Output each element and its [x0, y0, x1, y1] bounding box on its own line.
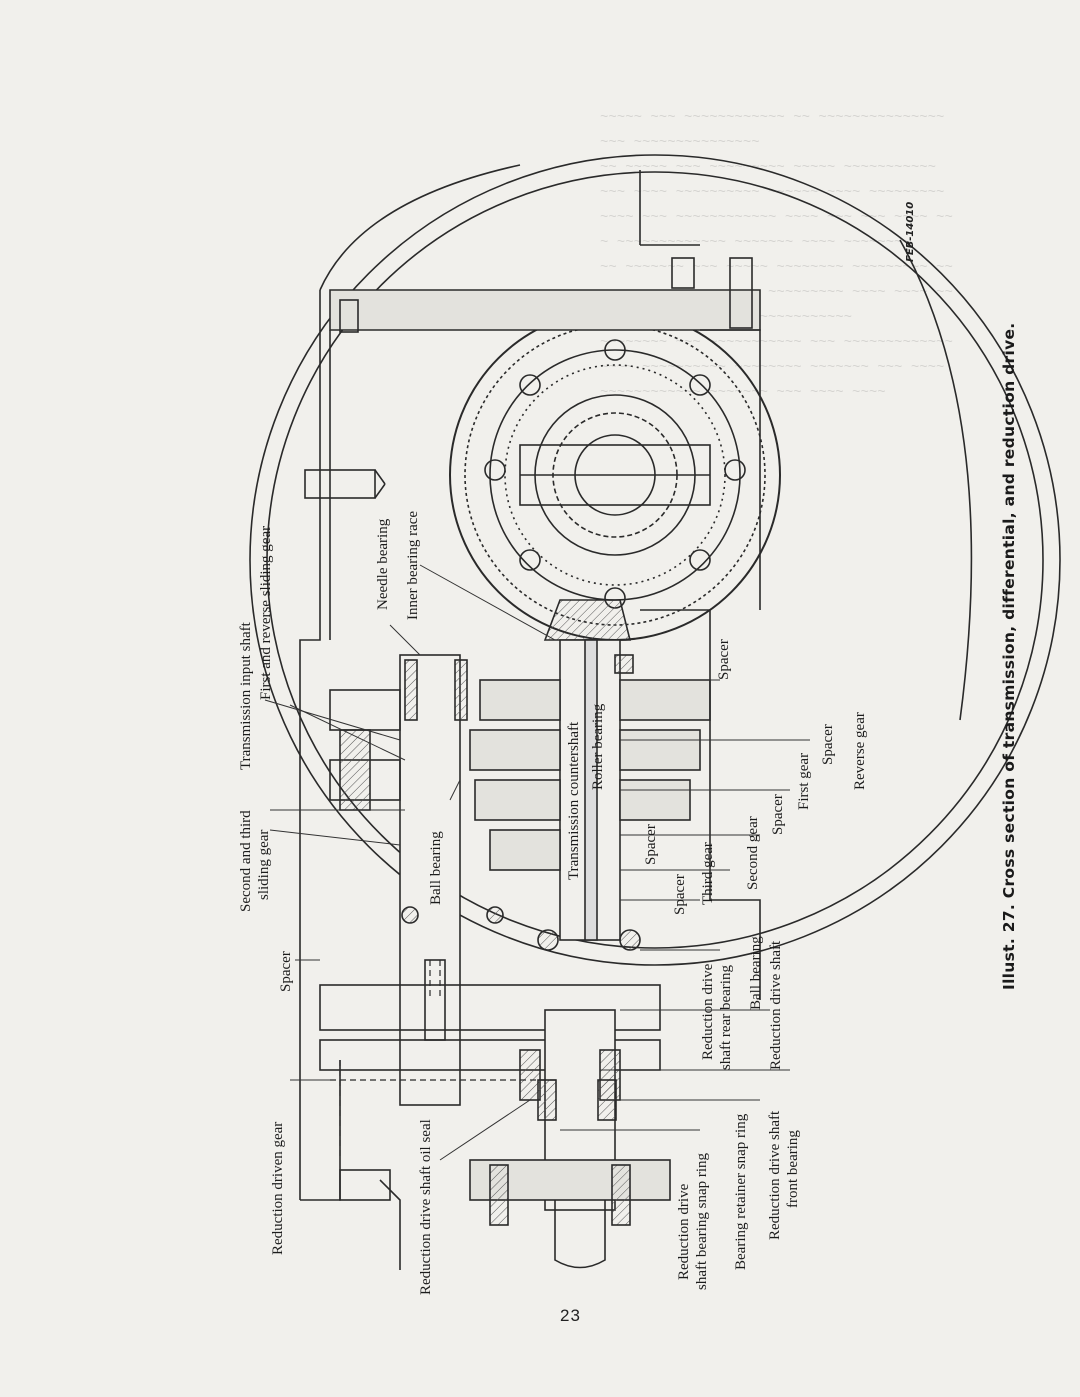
- label-reduction-drive-shaft-oil-seal: Reduction drive shaft oil seal: [418, 1119, 434, 1295]
- label-transmission-countershaft: Transmission countershaft: [566, 721, 582, 880]
- label-reduction-drive-shaft-front-bearing-2: front bearing: [785, 1130, 801, 1208]
- label-transmission-input-shaft: Transmission input shaft: [238, 622, 254, 770]
- label-reverse-gear: Reverse gear: [852, 712, 868, 790]
- label-second-gear: Second gear: [745, 816, 761, 890]
- label-bearing-retainer-snap-ring: Bearing retainer snap ring: [733, 1113, 749, 1270]
- label-roller-bearing: Roller bearing: [590, 703, 606, 790]
- label-first-reverse-sliding-gear: First and reverse sliding gear: [258, 525, 274, 700]
- label-spacer-mid-3: Spacer: [770, 794, 786, 835]
- label-reduction-drive-shaft-bearing-snap-ring: Reduction drive: [676, 1183, 692, 1280]
- label-spacer-top: Spacer: [716, 639, 732, 680]
- label-reduction-driven-gear: Reduction driven gear: [270, 1121, 286, 1255]
- housing-inner-arc: [266, 171, 1044, 949]
- label-spacer-mid-2: Spacer: [672, 874, 688, 915]
- housing-outer-arc: [249, 154, 1061, 966]
- pinion-gear: [543, 599, 632, 641]
- label-ball-bearing-1: Ball bearing: [428, 831, 444, 905]
- label-spacer-left: Spacer: [278, 951, 294, 992]
- label-needle-bearing: Needle bearing: [375, 518, 391, 610]
- reverse-gear-shape: [479, 679, 561, 721]
- label-inner-bearing-race: Inner bearing race: [405, 510, 421, 620]
- label-ball-bearing-2: Ball bearing: [748, 936, 764, 1010]
- third-gear-shape: [489, 829, 561, 871]
- ball-bearing-shape: [401, 906, 419, 924]
- label-second-third-sliding-gear: Second and third: [238, 810, 254, 912]
- page-number: 23: [560, 1306, 581, 1325]
- figure-code: FEB-14010: [905, 201, 916, 262]
- label-first-gear: First gear: [796, 752, 812, 810]
- label-spacer-mid-1: Spacer: [643, 824, 659, 865]
- label-reduction-drive-shaft-rear-bearing-2: shaft rear bearing: [718, 965, 734, 1070]
- label-second-third-sliding-gear-2: sliding gear: [256, 829, 272, 900]
- label-reduction-drive-shaft-rear-bearing: Reduction drive: [700, 963, 716, 1060]
- first-gear-shape: [469, 729, 561, 771]
- label-third-gear: Third gear: [700, 842, 716, 905]
- label-reduction-drive-shaft: Reduction drive shaft: [768, 940, 784, 1070]
- second-gear-shape: [474, 779, 561, 821]
- label-spacer-right: Spacer: [820, 724, 836, 765]
- label-reduction-drive-shaft-bearing-snap-ring-2: shaft bearing snap ring: [694, 1152, 710, 1290]
- figure-caption: Illust. 27. Cross section of transmissio…: [1000, 322, 1018, 991]
- label-reduction-drive-shaft-front-bearing: Reduction drive shaft: [767, 1110, 783, 1240]
